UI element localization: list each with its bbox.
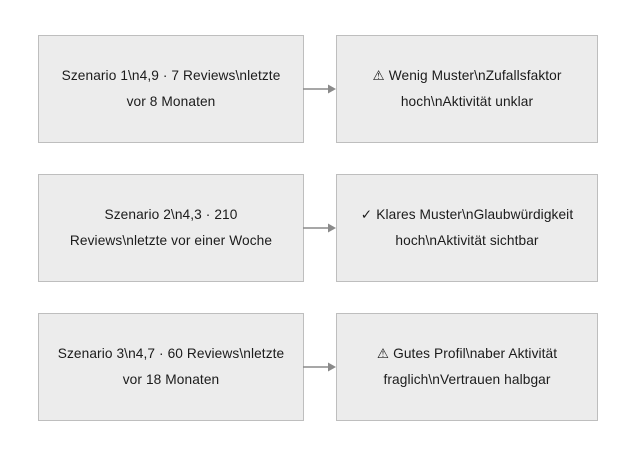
scenario-node-label: Szenario 1\n4,9 · 7 Reviews\nletzte vor … xyxy=(61,68,281,109)
outcome-node[interactable]: ⚠ Wenig Muster\nZufallsfaktor hoch\nAkti… xyxy=(336,35,598,143)
scenario-node[interactable]: Szenario 1\n4,9 · 7 Reviews\nletzte vor … xyxy=(38,35,304,143)
scenario-node[interactable]: Szenario 3\n4,7 · 60 Reviews\nletzte vor… xyxy=(38,313,304,421)
outcome-node-label: ✓ Klares Muster\nGlaubwürdigkeit hoch\nA… xyxy=(360,207,574,248)
outcome-node-label: ⚠ Wenig Muster\nZufallsfaktor hoch\nAkti… xyxy=(372,68,562,109)
scenario-node[interactable]: Szenario 2\n4,3 · 210 Reviews\nletzte vo… xyxy=(38,174,304,282)
arrow-right-icon xyxy=(303,359,337,375)
scenario-node-label: Szenario 2\n4,3 · 210 Reviews\nletzte vo… xyxy=(69,207,273,248)
outcome-node[interactable]: ⚠ Gutes Profil\naber Aktivität fraglich\… xyxy=(336,313,598,421)
flow-row: Szenario 3\n4,7 · 60 Reviews\nletzte vor… xyxy=(0,313,635,421)
flow-row: Szenario 1\n4,9 · 7 Reviews\nletzte vor … xyxy=(0,35,635,143)
outcome-node-label: ⚠ Gutes Profil\naber Aktivität fraglich\… xyxy=(376,346,558,387)
arrow-right-icon xyxy=(303,81,337,97)
scenario-node-label: Szenario 3\n4,7 · 60 Reviews\nletzte vor… xyxy=(57,346,285,387)
arrow-right-icon xyxy=(303,220,337,236)
outcome-node[interactable]: ✓ Klares Muster\nGlaubwürdigkeit hoch\nA… xyxy=(336,174,598,282)
flow-row: Szenario 2\n4,3 · 210 Reviews\nletzte vo… xyxy=(0,174,635,282)
